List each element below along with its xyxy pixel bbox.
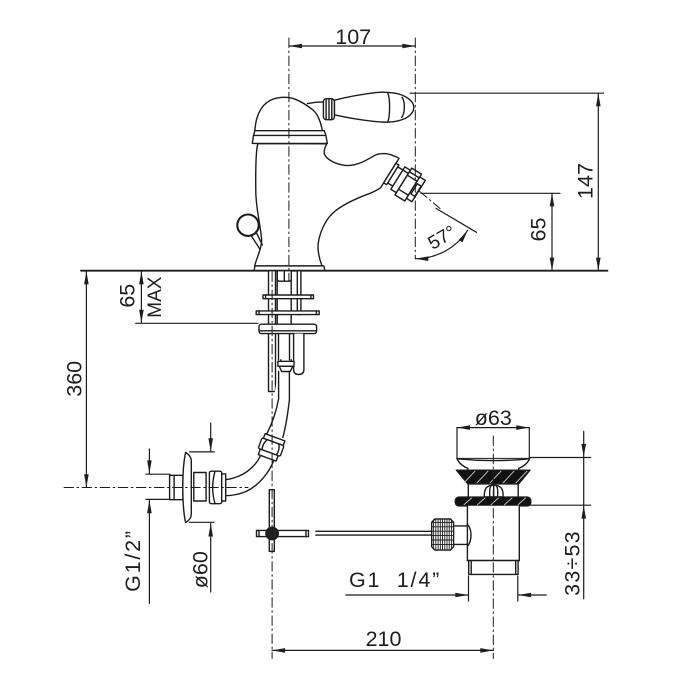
svg-text:G1 1/4”: G1 1/4” — [349, 568, 441, 592]
svg-text:MAX: MAX — [145, 276, 166, 318]
svg-text:360: 360 — [63, 361, 87, 397]
svg-text:G1/2”: G1/2” — [121, 529, 145, 592]
svg-text:33÷53: 33÷53 — [561, 530, 585, 596]
svg-text:65: 65 — [116, 284, 140, 308]
svg-text:ø63: ø63 — [475, 406, 512, 430]
svg-text:147: 147 — [574, 163, 598, 199]
svg-text:ø60: ø60 — [189, 551, 213, 588]
svg-text:65: 65 — [527, 218, 551, 242]
svg-text:210: 210 — [366, 627, 402, 651]
svg-text:107: 107 — [335, 25, 371, 49]
